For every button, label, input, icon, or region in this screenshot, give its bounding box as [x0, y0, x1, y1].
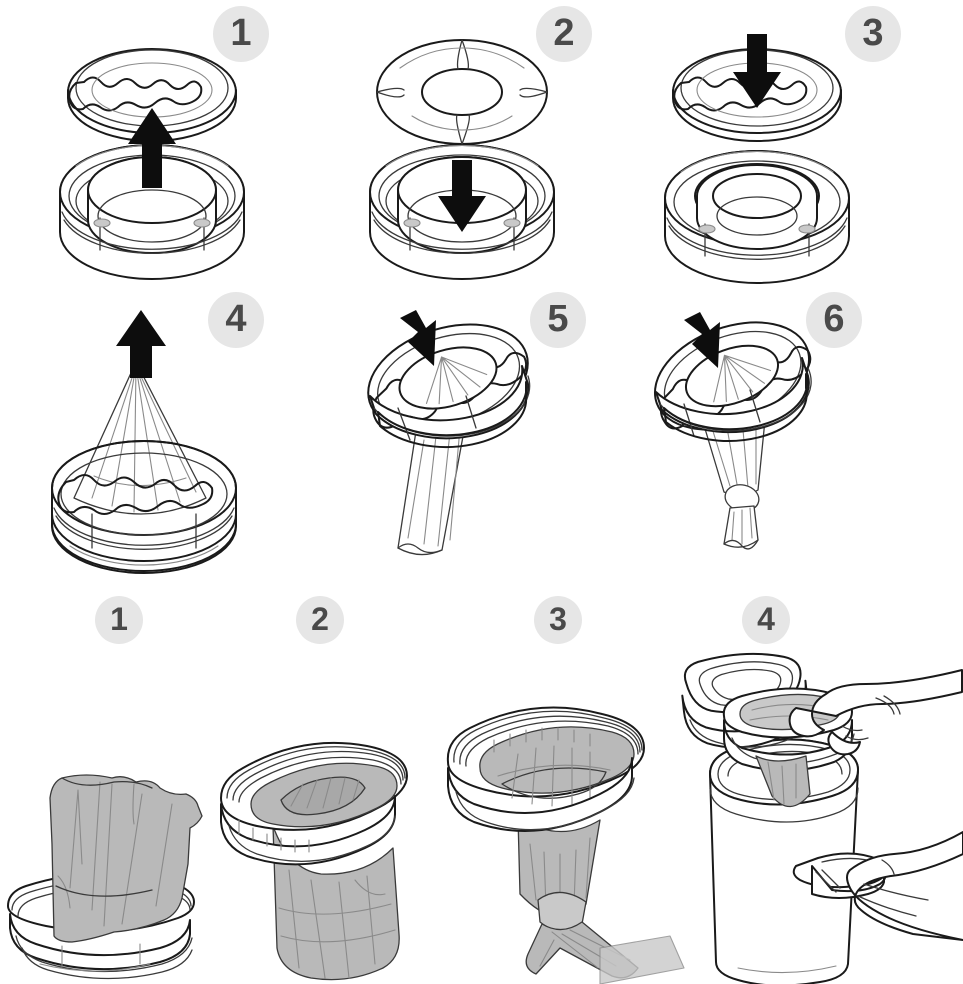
- step-badge-pail-4: 4: [742, 596, 790, 644]
- down-arrow-icon: [400, 310, 436, 366]
- square-pail-insert-icon: [446, 706, 645, 832]
- step-badge-pail-1: 1: [95, 596, 143, 644]
- cassette-with-bag-membrane-icon: [367, 323, 531, 448]
- illustration-toothed-ring-lifted: [59, 48, 245, 280]
- cassette-holder-icon: [59, 144, 245, 280]
- down-arrow-icon: [733, 34, 781, 108]
- square-pail-insert-icon: [220, 741, 408, 866]
- illustration-insert-with-bag-below: [220, 741, 408, 981]
- step-badge-cassette-2: 2: [536, 6, 592, 62]
- step-panel-pail-1: [0, 648, 245, 984]
- loaded-cassette-icon: [664, 150, 850, 284]
- toothed-lid-ring-icon: [67, 48, 237, 142]
- step-panel-cassette-6: [650, 300, 930, 570]
- draped-bag-icon: [49, 774, 203, 943]
- rolled-bag-donut-icon: [376, 39, 548, 145]
- up-arrow-icon: [128, 108, 176, 188]
- step-badge-cassette-3: 3: [845, 6, 901, 62]
- up-arrow-icon: [116, 310, 166, 378]
- illustration-insert-with-knotted-bag: [446, 706, 645, 979]
- illustration-bag-draped-over-rim: [7, 774, 203, 980]
- hanging-bag-icon: [272, 825, 400, 981]
- dropping-bag-icon: [755, 755, 811, 808]
- step-panel-pail-4: [599, 648, 963, 984]
- step-badge-pail-2: 2: [296, 596, 344, 644]
- step-badge-cassette-6: 6: [806, 292, 862, 348]
- step-panel-cassette-4: [30, 300, 300, 574]
- cassette-with-bag-membrane-icon: [653, 321, 812, 442]
- step-badge-cassette-1: 1: [213, 6, 269, 62]
- step-panel-cassette-5: [350, 300, 620, 570]
- step-panel-cassette-1: [40, 20, 300, 280]
- step-badge-pail-3: 3: [534, 596, 582, 644]
- illustration-rolled-bag-into-holder: [369, 39, 555, 280]
- step-badge-cassette-4: 4: [208, 292, 264, 348]
- down-arrow-icon: [438, 160, 486, 232]
- cassette-with-toothed-ring-icon: [51, 440, 237, 574]
- illustration-hands-removing-insert: [599, 652, 963, 984]
- illustration-ring-replaced: [664, 34, 850, 284]
- illustration-bag-pulled-up: [51, 310, 237, 574]
- step-panel-cassette-2: [350, 20, 610, 280]
- hand-lower-icon: [846, 831, 963, 941]
- floor-shadow-icon: [599, 935, 685, 984]
- bag-cone-icon: [73, 361, 207, 515]
- illustration-bag-knotted: [653, 312, 812, 550]
- hand-upper-icon: [788, 669, 963, 756]
- step-panel-cassette-3: [645, 20, 915, 284]
- bag-tube-icon: [397, 417, 467, 556]
- down-arrow-icon: [684, 312, 720, 368]
- step-badge-cassette-5: 5: [530, 292, 586, 348]
- step-panel-pail-2: [215, 648, 450, 984]
- illustration-bag-tube-hanging: [367, 310, 531, 556]
- step-panel-pail-3: [440, 648, 690, 984]
